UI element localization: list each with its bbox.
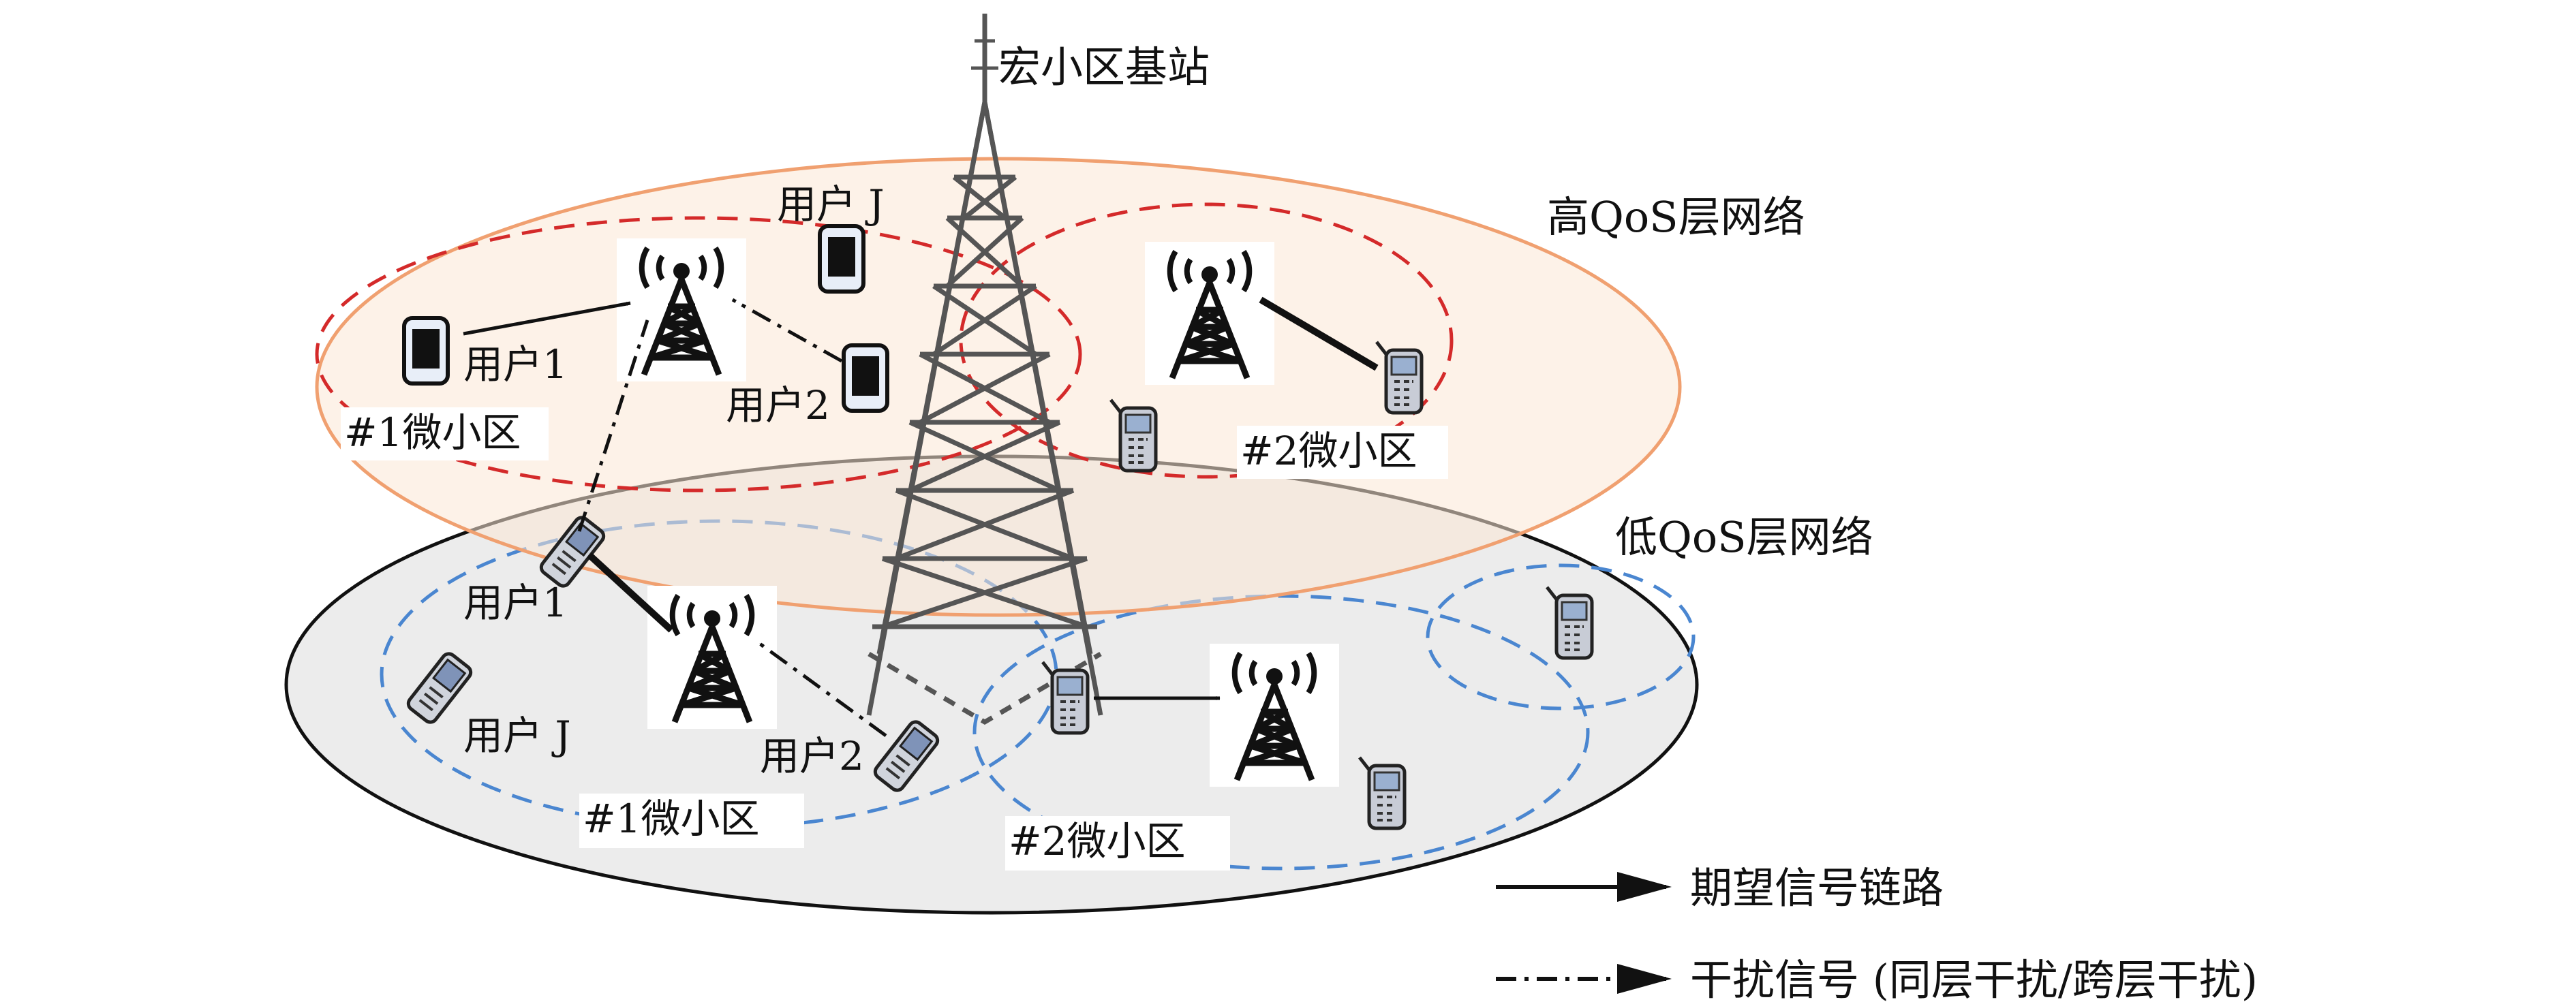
low-qos-layer-label: 低QoS层网络 [1615, 512, 1873, 562]
lower-user-1-desired-link [587, 552, 674, 633]
upper-cell-2-base-station-icon [1145, 242, 1274, 385]
cross-layer-interference-link [577, 319, 649, 532]
upper-user-1-phone-icon [404, 318, 448, 383]
upper-cell-1-label: #1微小区 [344, 409, 521, 456]
upper-cell-2-desired-link [1259, 296, 1379, 371]
legend: 期望信号链路 干扰信号 (同层干扰/跨层干扰) [1496, 863, 2258, 1002]
interference-links [577, 298, 887, 738]
lower-user-j-label: 用户 J [463, 713, 571, 759]
lower-user-2-label: 用户2 [760, 733, 864, 779]
high-qos-layer-label: 高QoS层网络 [1547, 192, 1805, 242]
upper-user-2-label: 用户2 [726, 382, 830, 428]
macro-base-station-label: 宏小区基站 [998, 42, 1210, 92]
lower-cell-3-boundary [1426, 563, 1696, 710]
upper-user-2-phone-icon [844, 345, 887, 411]
lower-user-2-interference-link [758, 642, 887, 738]
lower-cell-2-base-station-icon [1210, 644, 1339, 787]
upper-user-j-phone-icon [820, 226, 863, 292]
lower-cell-2-label: #2微小区 [1009, 818, 1186, 864]
upper-cell-2-label: #2微小区 [1240, 428, 1417, 474]
upper-micro-cells [315, 202, 1454, 492]
lower-user-1-label: 用户1 [463, 580, 568, 626]
upper-cell-2-boundary [959, 202, 1454, 479]
legend-interference-label: 干扰信号 (同层干扰/跨层干扰) [1690, 955, 2258, 1002]
upper-user-1-label: 用户1 [463, 341, 568, 388]
legend-desired-label: 期望信号链路 [1690, 863, 1944, 913]
desired-links [463, 296, 1379, 700]
lower-cell-1-label: #1微小区 [583, 796, 760, 842]
upper-user-j-label: 用户 J [777, 181, 885, 228]
lower-cell-1-base-station-icon [647, 586, 777, 729]
upper-user-1-desired-link [463, 301, 631, 336]
upper-cell-1-boundary [315, 216, 1082, 492]
macro-tower-icon [866, 14, 1103, 725]
